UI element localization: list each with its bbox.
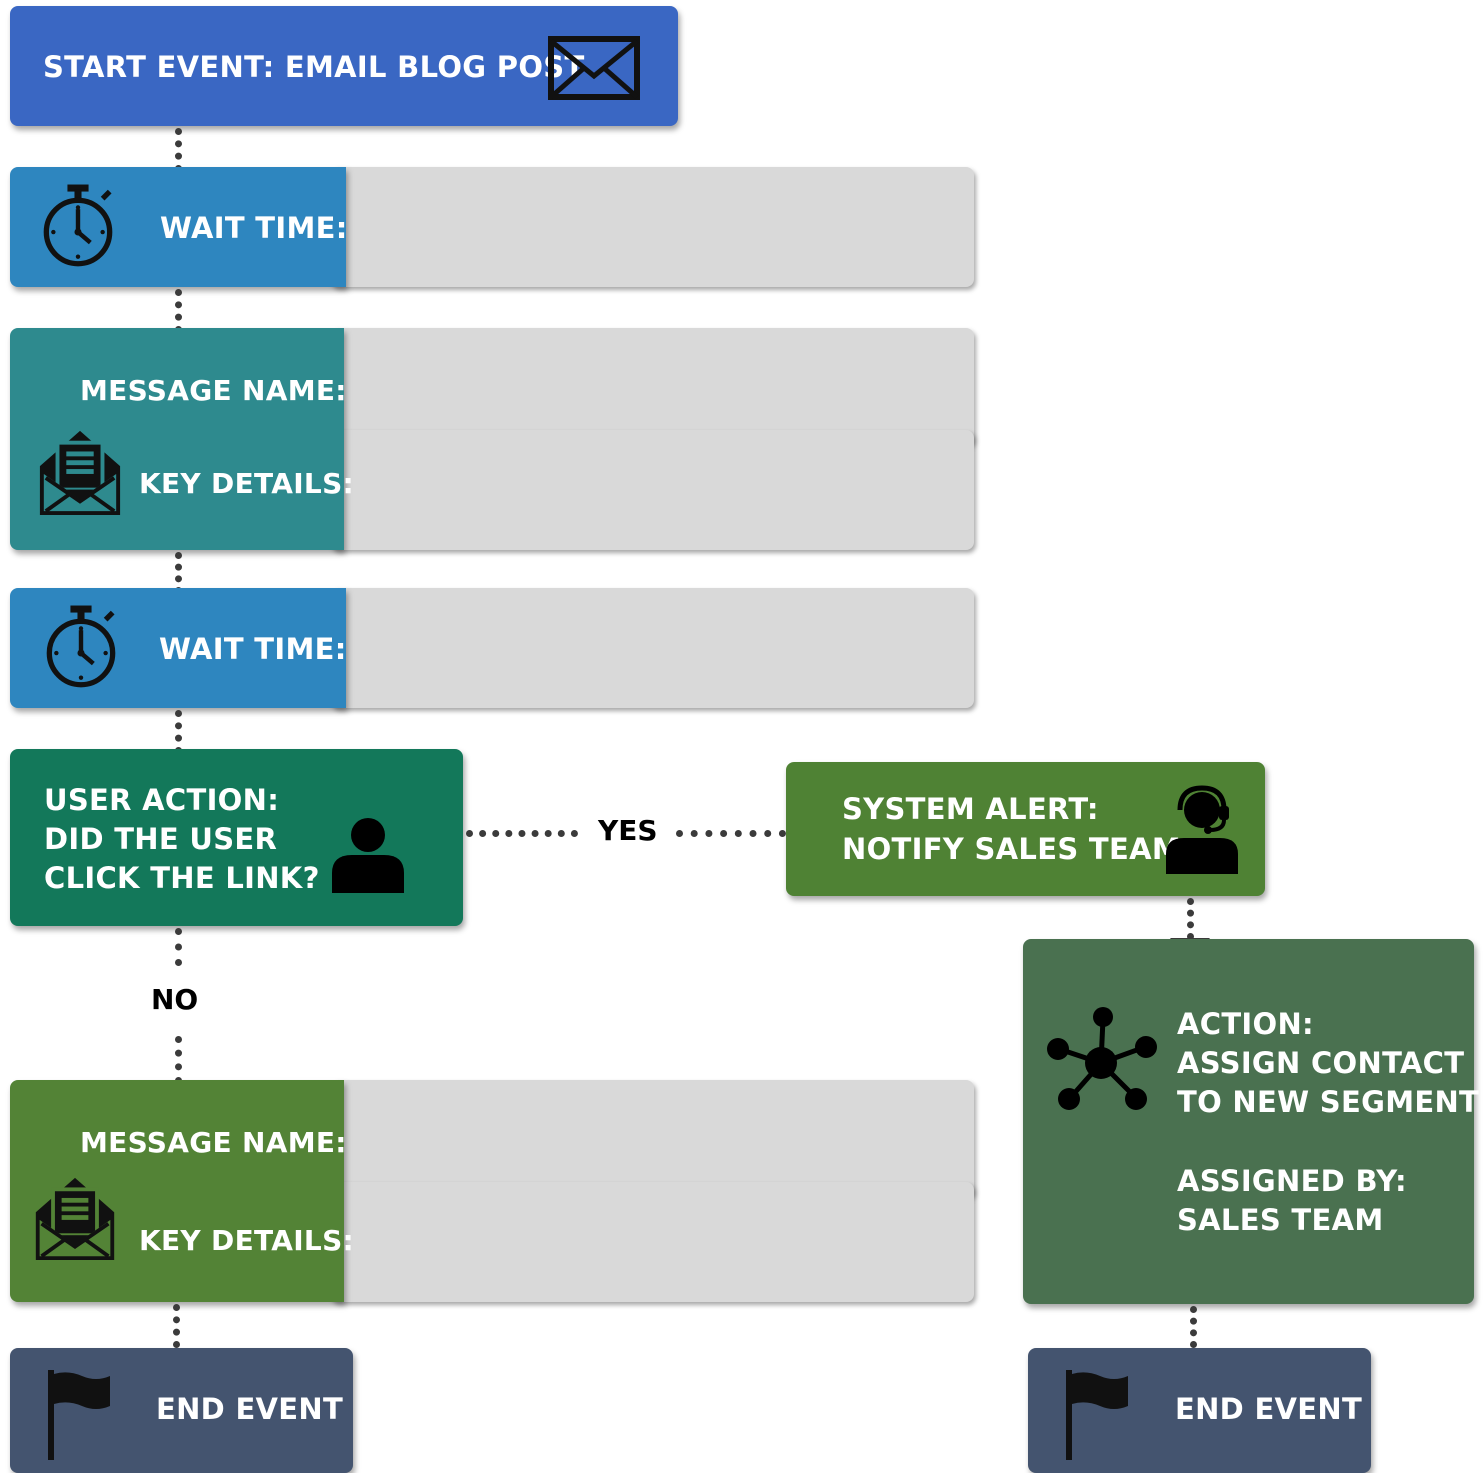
message1-details-label: KEY DETAILS: [139, 467, 355, 500]
assigned-by-label: ASSIGNED BY: [1177, 1164, 1407, 1198]
user-action-box: USER ACTION: DID THE USER CLICK THE LINK… [10, 749, 463, 926]
start-event-box: START EVENT: EMAIL BLOG POST [10, 6, 678, 126]
wait2-box: WAIT TIME: [10, 588, 346, 708]
message1-box: MESSAGE NAME: KEY DETAILS: [10, 328, 354, 550]
wait1-label: WAIT TIME: [160, 211, 348, 245]
open-envelope-letter-icon [35, 1177, 115, 1261]
connector-wait1-message1 [175, 289, 182, 333]
start-event-label: START EVENT: EMAIL BLOG POST [43, 50, 585, 84]
system-alert-box: SYSTEM ALERT: NOTIFY SALES TEAM [786, 762, 1265, 896]
system-alert-line-2: NOTIFY SALES TEAM [842, 832, 1181, 866]
connector-yes-left [466, 830, 578, 837]
connector-alert-action [1187, 898, 1194, 940]
end-event-right-label: END EVENT [1175, 1392, 1363, 1426]
connector-message2-end [173, 1304, 180, 1348]
support-agent-icon [1166, 785, 1238, 874]
connector-no-bottom [175, 1036, 182, 1084]
action-line-2: ASSIGN CONTACT [1177, 1046, 1465, 1080]
user-icon [332, 818, 404, 893]
connector-wait2-user-action [175, 710, 182, 754]
user-action-line-1: USER ACTION: [44, 783, 280, 817]
message2-details-label: KEY DETAILS: [139, 1224, 355, 1257]
user-action-line-3: CLICK THE LINK? [44, 861, 320, 895]
connector-start-wait1 [175, 128, 182, 172]
connector-yes-right [676, 830, 786, 837]
wait1-box: WAIT TIME: [10, 167, 348, 287]
message2-name-panel [330, 1080, 974, 1198]
message1-name-label: MESSAGE NAME: [80, 374, 347, 407]
envelope-icon [548, 36, 640, 100]
end-event-left-label: END EVENT [156, 1392, 344, 1426]
yes-label: YES [598, 814, 658, 847]
user-action-line-2: DID THE USER [44, 822, 278, 856]
wait1-panel [330, 167, 974, 287]
action-line-3: TO NEW SEGMENT [1177, 1085, 1480, 1119]
end-event-right-box: END EVENT [1028, 1348, 1371, 1473]
connector-action-end [1190, 1306, 1197, 1348]
flag-icon [1066, 1370, 1128, 1460]
connector-message1-wait2 [175, 552, 182, 594]
action-line-1: ACTION: [1177, 1007, 1314, 1041]
wait2-panel [330, 588, 974, 708]
system-alert-line-1: SYSTEM ALERT: [842, 792, 1099, 826]
message1-details-panel [330, 430, 974, 550]
stopwatch-icon [43, 184, 113, 267]
message2-details-panel [330, 1182, 974, 1302]
action-box: ACTION: ASSIGN CONTACT TO NEW SEGMENT AS… [1023, 939, 1479, 1304]
flag-icon [48, 1370, 110, 1460]
open-envelope-letter-icon [39, 430, 121, 516]
stopwatch-icon [46, 605, 116, 688]
no-label: NO [151, 983, 199, 1016]
assigned-by-value: SALES TEAM [1177, 1203, 1384, 1237]
wait2-label: WAIT TIME: [159, 632, 347, 666]
message1-name-panel [330, 328, 974, 446]
connector-no-top [175, 928, 182, 966]
message2-name-label: MESSAGE NAME: [80, 1126, 347, 1159]
message2-box: MESSAGE NAME: KEY DETAILS: [10, 1080, 354, 1302]
end-event-left-box: END EVENT [10, 1348, 353, 1473]
network-hub-icon [1047, 1007, 1157, 1110]
